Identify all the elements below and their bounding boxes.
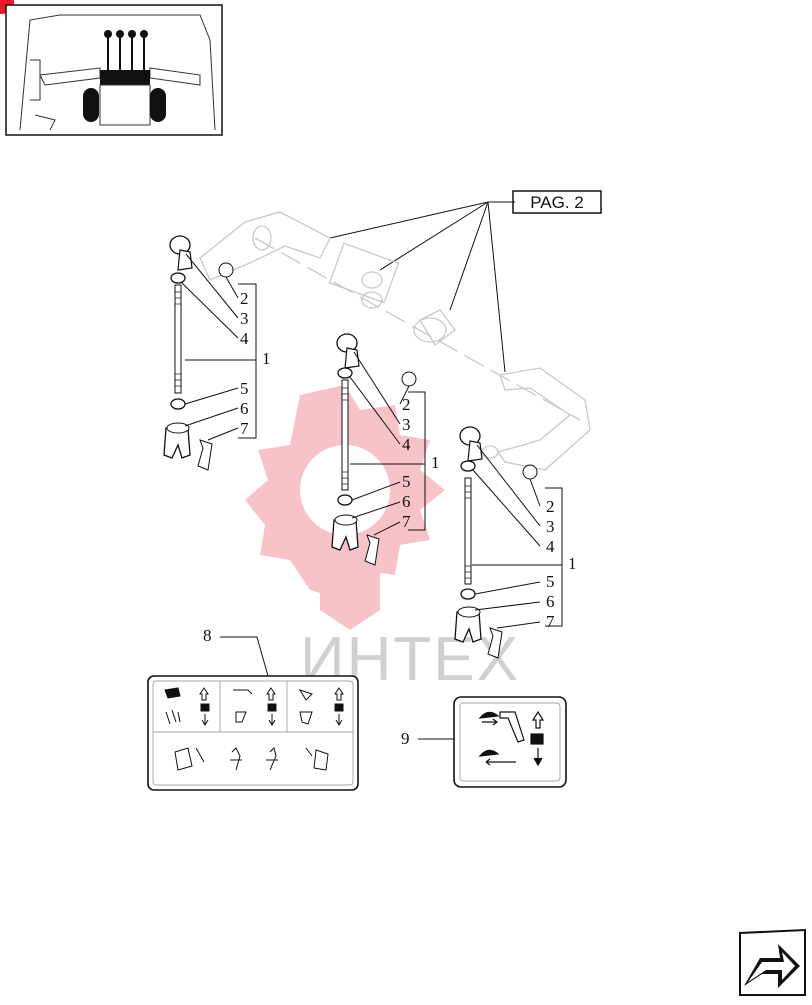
next-page-arrow-icon[interactable] [739,928,806,996]
washer-bottom-1[interactable] [170,398,186,410]
label-g1-6: 6 [240,399,249,418]
decal-8-symbols [164,687,344,771]
pin-3[interactable] [487,627,503,659]
label-g2-3: 3 [402,415,411,434]
label-decal-9: 9 [401,729,410,748]
label-g3-5: 5 [546,572,555,591]
group-1-leaders [181,253,257,441]
ball-joint-1[interactable] [169,235,193,271]
label-g1-1: 1 [262,349,271,368]
washer-bottom-3[interactable] [460,588,476,600]
decal-8[interactable]: 8 [147,626,359,791]
label-g1-7: 7 [240,419,249,438]
washer-top-2[interactable] [337,367,353,379]
thumbnail-cab-view[interactable] [5,4,223,136]
label-g2-2: 2 [402,395,411,414]
threaded-rod-2[interactable] [341,379,349,491]
label-g3-4: 4 [546,537,555,556]
threaded-rod-1[interactable] [174,284,182,394]
label-decal-8: 8 [203,626,212,645]
label-g1-2: 2 [240,289,249,308]
label-g2-4: 4 [402,435,411,454]
washer-top-3[interactable] [460,460,476,472]
shaft-assembly [199,211,591,471]
decal-9-symbols [478,710,545,767]
rod-thread-2 [342,387,348,485]
rod-group-2: 2 3 4 1 5 6 7 [331,333,440,566]
rod-group-1: 2 3 4 1 5 6 7 [163,235,271,471]
page-ref-leaders [329,201,515,373]
label-g1-5: 5 [240,379,249,398]
ball-joint-3[interactable] [459,426,483,462]
bushing-2[interactable] [401,371,417,387]
group-3-leaders [472,444,563,629]
label-g3-1: 1 [568,554,577,573]
washer-top-1[interactable] [170,272,186,284]
bushing-1[interactable] [218,262,234,278]
svg-text:PAG. 2: PAG. 2 [530,193,584,212]
label-g2-7: 7 [402,512,411,531]
label-g1-4: 4 [240,329,249,348]
group-2-leaders [349,351,426,536]
washer-bottom-2[interactable] [337,494,353,506]
ball-joint-2[interactable] [336,333,360,369]
clevis-1[interactable] [163,422,191,459]
label-g3-2: 2 [546,497,555,516]
rod-thread-3 [465,485,471,579]
bushing-3[interactable] [522,464,538,480]
label-g3-7: 7 [546,612,555,631]
pin-1[interactable] [197,439,213,471]
decal-9[interactable]: 9 [401,696,567,788]
clevis-3[interactable] [454,606,482,643]
pin-2[interactable] [364,534,380,566]
label-g1-3: 3 [240,309,249,328]
label-g2-6: 6 [402,492,411,511]
label-g2-5: 5 [402,472,411,491]
label-g3-6: 6 [546,592,555,611]
threaded-rod-3[interactable] [464,477,472,585]
page-ref-box[interactable]: PAG. 2 [512,190,602,214]
rod-thread-1 [175,291,181,387]
rod-group-3: 2 3 4 1 5 6 7 [454,426,577,659]
label-g2-1: 1 [431,453,440,472]
clevis-2[interactable] [331,514,359,551]
label-g3-3: 3 [546,517,555,536]
